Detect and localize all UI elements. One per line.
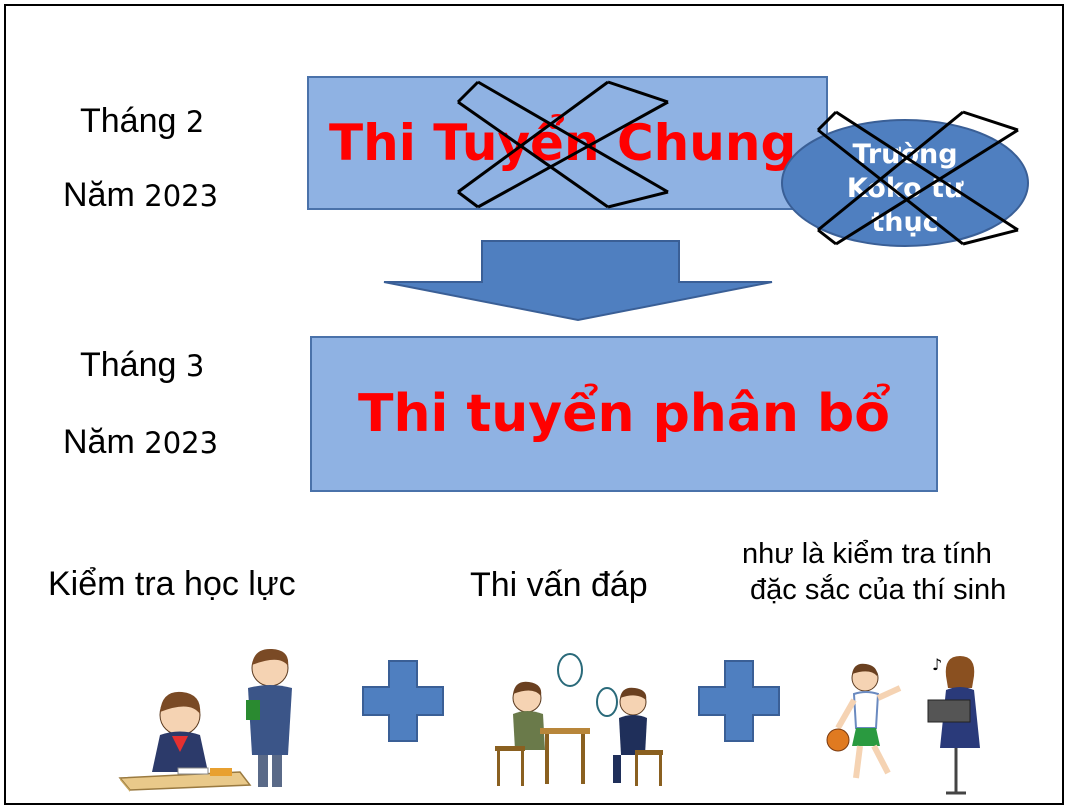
- step1-year: Năm 2023: [63, 176, 219, 214]
- step2-month: Tháng 3: [80, 346, 205, 384]
- plus-icon: [362, 660, 444, 742]
- slide-frame: [4, 4, 1064, 805]
- allocation-exam-box: Thi tuyển phân bổ: [310, 336, 938, 492]
- interview-label: Thi vấn đáp: [470, 566, 648, 604]
- cross-out-private-school-icon: [816, 110, 1019, 246]
- feature-test-label-line1: như là kiểm tra tính: [742, 538, 992, 570]
- allocation-exam-title: Thi tuyển phân bổ: [358, 384, 890, 444]
- sports-and-presentation-illustration: ♪: [826, 655, 980, 795]
- interview-illustration: [495, 653, 663, 786]
- student-taking-test-illustration: [118, 648, 292, 792]
- general-exam-box: Thi Tuyển Chung: [307, 76, 828, 210]
- feature-test-label-line2: đặc sắc của thí sinh: [750, 574, 1007, 606]
- cross-out-general-exam-icon: [456, 80, 669, 209]
- academic-test-label: Kiểm tra học lực: [48, 565, 296, 603]
- step2-year: Năm 2023: [63, 423, 219, 461]
- step1-month: Tháng 2: [80, 102, 205, 140]
- plus-icon: [698, 660, 780, 742]
- svg-text:♪: ♪: [932, 655, 942, 674]
- general-exam-title: Thi Tuyển Chung: [329, 114, 797, 172]
- down-arrow-icon: [383, 240, 773, 322]
- private-school-label: Trường Koko tư thục: [846, 139, 964, 238]
